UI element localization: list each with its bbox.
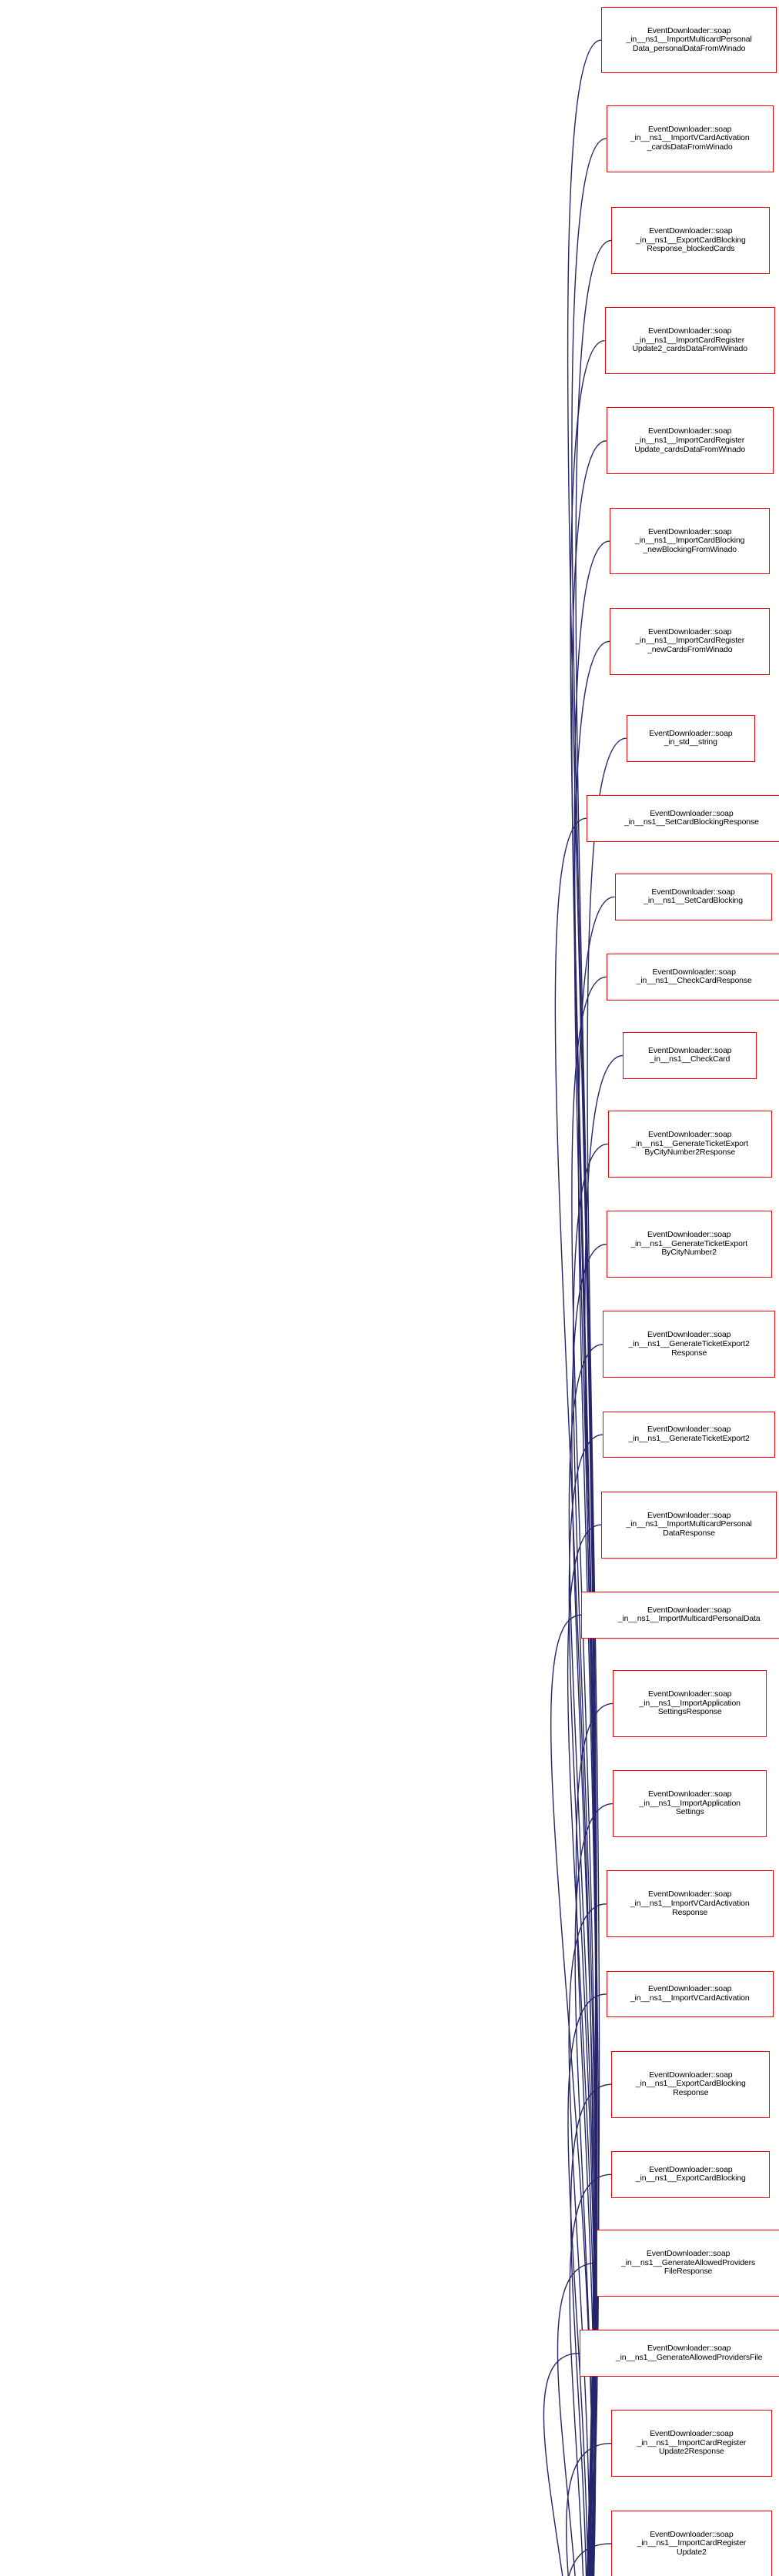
node-label: EventDownloader::soap _in__ns1__Generate…: [631, 1130, 748, 1158]
graph-edge: [543, 2352, 580, 2576]
node-label: EventDownloader::soap _in__ns1__Generate…: [628, 1330, 750, 1358]
node-label: EventDownloader::soap _in__ns1__Generate…: [630, 1230, 747, 1258]
node-target-19[interactable]: EventDownloader::soap _in__ns1__ImportAp…: [613, 1770, 767, 1837]
node-target-2[interactable]: EventDownloader::soap _in__ns1__ExportCa…: [611, 207, 771, 274]
node-target-16[interactable]: EventDownloader::soap _in__ns1__ImportMu…: [601, 1491, 777, 1559]
node-label: EventDownloader::soap _in__ns1__SetCardB…: [644, 887, 743, 906]
node-target-15[interactable]: EventDownloader::soap _in__ns1__Generate…: [603, 1411, 775, 1458]
node-target-23[interactable]: EventDownloader::soap _in__ns1__ExportCa…: [611, 2150, 771, 2198]
node-label: EventDownloader::soap _in__ns1__ImportVC…: [630, 1889, 750, 1917]
node-label: EventDownloader::soap _in__ns1__ImportAp…: [639, 1689, 741, 1717]
graph-edge: [567, 1524, 602, 2576]
node-label: EventDownloader::soap _in__ns1__CheckCar…: [636, 967, 752, 986]
node-label: EventDownloader::soap _in__ns1__ImportCa…: [635, 526, 745, 554]
graph-edge: [566, 2443, 612, 2576]
node-target-0[interactable]: EventDownloader::soap _in__ns1__ImportMu…: [601, 6, 777, 74]
graph-edge: [568, 2543, 612, 2576]
node-target-22[interactable]: EventDownloader::soap _in__ns1__ExportCa…: [611, 2050, 771, 2118]
node-target-4[interactable]: EventDownloader::soap _in__ns1__ImportCa…: [606, 407, 774, 475]
graph-edge: [587, 737, 627, 2576]
node-label: EventDownloader::soap _in__ns1__ImportMu…: [617, 1605, 761, 1624]
graph-edge: [575, 239, 612, 2576]
node-target-3[interactable]: EventDownloader::soap _in__ns1__ImportCa…: [604, 307, 775, 375]
node-target-24[interactable]: EventDownloader::soap _in__ns1__Generate…: [596, 2229, 779, 2297]
node-label: EventDownloader::soap _in__ns1__Generate…: [615, 2343, 763, 2362]
node-label: EventDownloader::soap _in__ns1__ExportCa…: [635, 2070, 746, 2097]
node-target-21[interactable]: EventDownloader::soap _in__ns1__ImportVC…: [606, 1970, 774, 2018]
graph-edge: [571, 138, 607, 2576]
node-target-8[interactable]: EventDownloader::soap _in__ns1__SetCardB…: [586, 794, 779, 842]
graph-edge: [575, 1702, 614, 2576]
node-target-11[interactable]: EventDownloader::soap _in__ns1__CheckCar…: [623, 1032, 757, 1079]
node-target-6[interactable]: EventDownloader::soap _in__ns1__ImportCa…: [610, 607, 771, 675]
node-label: EventDownloader::soap _in_std__string: [649, 728, 733, 747]
node-label: EventDownloader::soap _in__ns1__ImportVC…: [630, 124, 750, 152]
node-target-18[interactable]: EventDownloader::soap _in__ns1__ImportAp…: [613, 1670, 767, 1737]
node-label: EventDownloader::soap _in__ns1__SetCardB…: [624, 808, 759, 827]
node-target-13[interactable]: EventDownloader::soap _in__ns1__Generate…: [606, 1211, 772, 1278]
graph-edge: [557, 2262, 597, 2576]
node-target-1[interactable]: EventDownloader::soap _in__ns1__ImportVC…: [606, 105, 774, 172]
node-target-10[interactable]: EventDownloader::soap _in__ns1__CheckCar…: [606, 954, 779, 1001]
node-label: EventDownloader::soap _in__ns1__ImportCa…: [635, 626, 745, 655]
node-target-7[interactable]: EventDownloader::soap _in_std__string: [626, 714, 755, 762]
node-target-9[interactable]: EventDownloader::soap _in__ns1__SetCardB…: [614, 873, 772, 920]
node-label: EventDownloader::soap _in__ns1__ImportVC…: [630, 1984, 750, 2003]
node-label: EventDownloader::soap _in__ns1__ExportCa…: [635, 2164, 746, 2183]
node-label: EventDownloader::soap _in__ns1__ImportAp…: [639, 1789, 741, 1817]
node-label: EventDownloader::soap _in__ns1__Generate…: [620, 2248, 756, 2277]
node-target-14[interactable]: EventDownloader::soap _in__ns1__Generate…: [603, 1311, 775, 1378]
node-target-17[interactable]: EventDownloader::soap _in__ns1__ImportMu…: [581, 1592, 779, 1639]
node-target-26[interactable]: EventDownloader::soap _in__ns1__ImportCa…: [611, 2410, 772, 2477]
node-label: EventDownloader::soap _in__ns1__ExportCa…: [635, 226, 746, 254]
node-target-20[interactable]: EventDownloader::soap _in__ns1__ImportVC…: [606, 1870, 774, 1938]
node-label: EventDownloader::soap _in__ns1__ImportMu…: [626, 25, 752, 53]
graph-edge: [554, 817, 595, 2576]
node-label: EventDownloader::soap _in__ns1__ImportCa…: [637, 2429, 747, 2457]
node-target-25[interactable]: EventDownloader::soap _in__ns1__Generate…: [579, 2330, 779, 2377]
node-label: EventDownloader::soap _in__ns1__ImportCa…: [634, 426, 746, 454]
graph-edge: [567, 39, 602, 2576]
graph-edge: [568, 1344, 603, 2576]
node-target-27[interactable]: EventDownloader::soap _in__ns1__ImportCa…: [611, 2510, 772, 2576]
node-label: EventDownloader::soap _in__ns1__ImportMu…: [626, 1510, 752, 1538]
node-label: EventDownloader::soap _in__ns1__ImportCa…: [637, 2529, 747, 2557]
node-target-5[interactable]: EventDownloader::soap _in__ns1__ImportCa…: [610, 507, 771, 575]
node-label: EventDownloader::soap _in__ns1__Generate…: [628, 1425, 750, 1444]
graph-edge: [550, 1614, 593, 2576]
node-target-12[interactable]: EventDownloader::soap _in__ns1__Generate…: [607, 1111, 772, 1178]
node-label: EventDownloader::soap _in__ns1__ImportCa…: [632, 326, 747, 354]
node-label: EventDownloader::soap _in__ns1__CheckCar…: [648, 1045, 732, 1064]
